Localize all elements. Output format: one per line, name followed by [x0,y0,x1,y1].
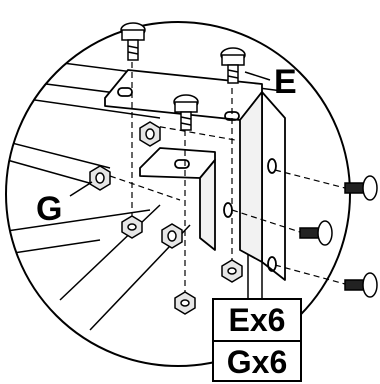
callout-g: G [36,190,62,228]
callout-e: E [274,63,297,101]
alignment-lines [109,62,346,295]
nut-rail-lower [89,165,111,191]
leader-lines [69,71,271,197]
screw-side-top [344,175,378,201]
nut-parts [89,121,243,315]
nut-floating-left [121,215,143,239]
nut-floating-center [161,223,183,249]
quantity-nut: Gx6 [226,344,288,380]
corner-bracket [104,69,286,281]
quantity-screw: Ex6 [214,300,300,342]
nut-rail-upper [139,121,161,147]
screw-top-right [220,47,246,84]
nut-floating-right [221,259,243,283]
screw-side-middle [299,220,333,246]
quantity-box: Ex6 Gx6 [212,298,302,382]
nut-floating-bottom [174,291,196,315]
screw-side-bottom [344,272,378,298]
screw-top-left [120,22,146,61]
screw-top-center [173,94,199,131]
